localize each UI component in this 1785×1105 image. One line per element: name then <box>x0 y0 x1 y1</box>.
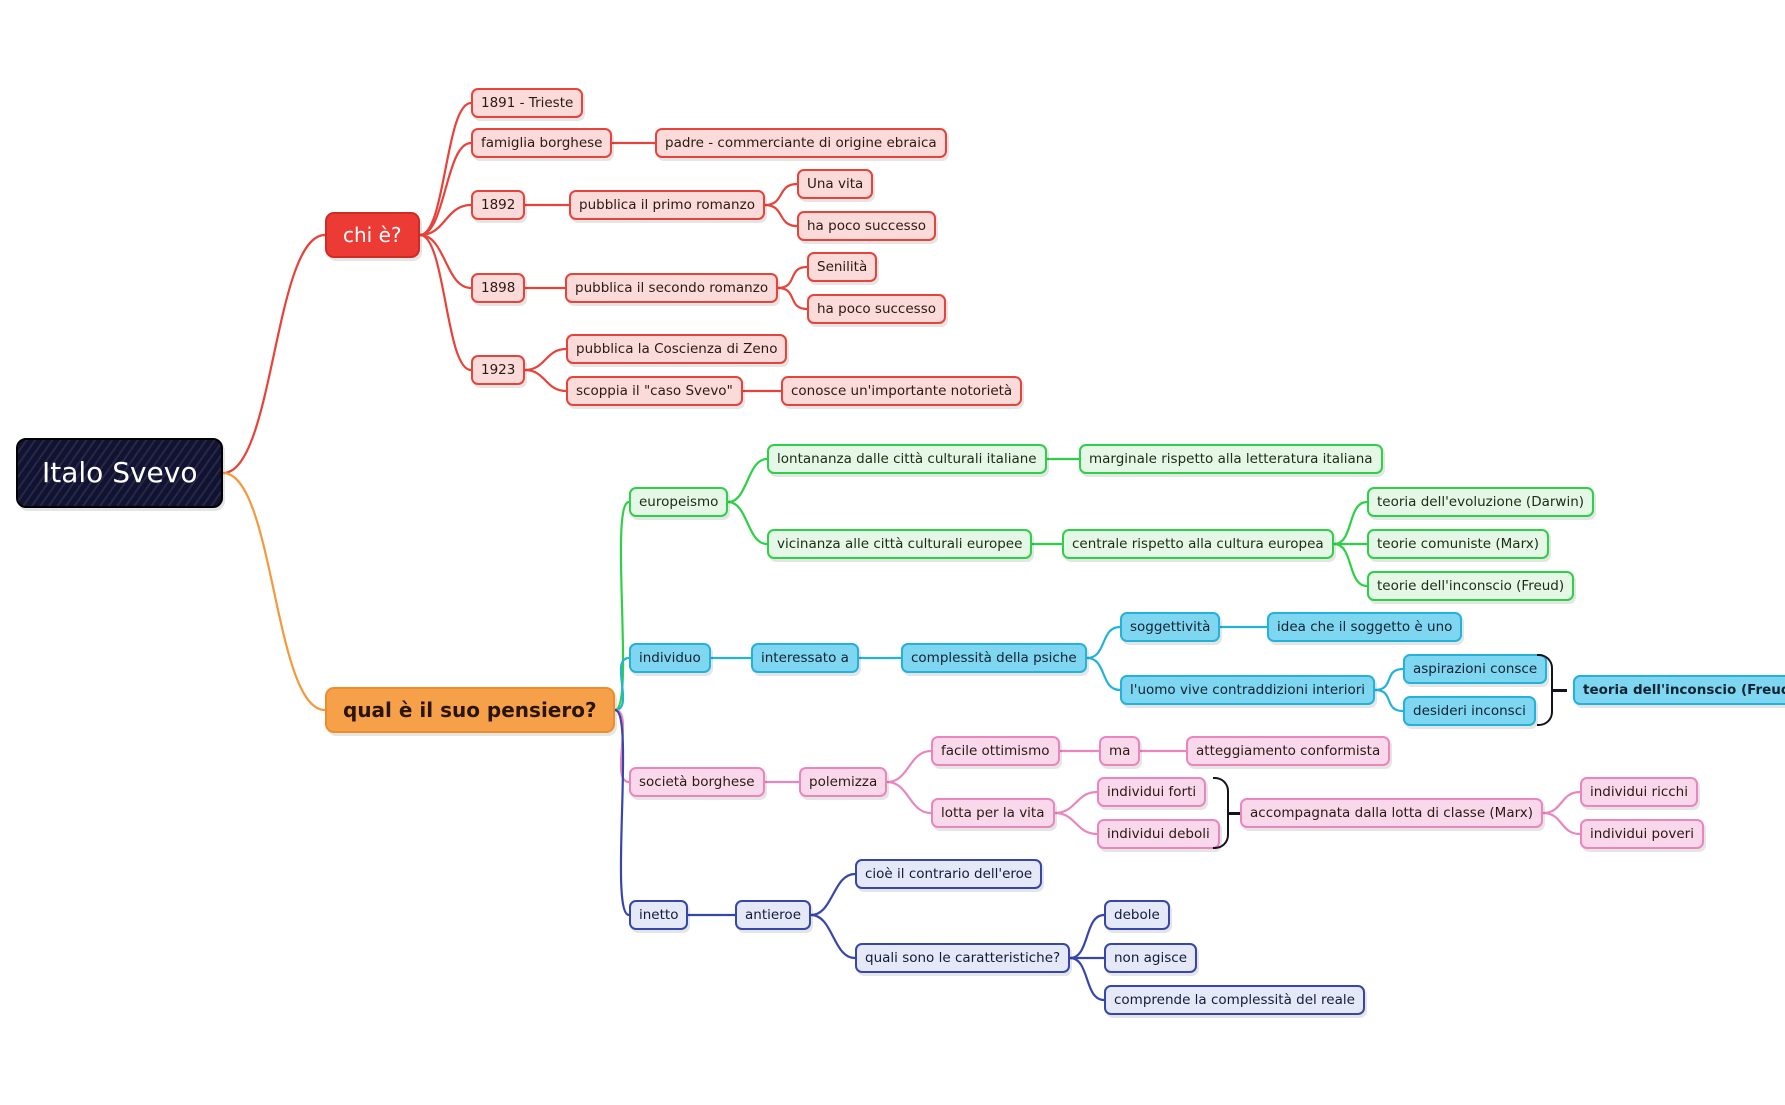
node-individui-deboli[interactable]: individui deboli <box>1097 819 1220 849</box>
connector-secondo-succ2 <box>776 286 809 311</box>
node-1923[interactable]: 1923 <box>471 355 526 385</box>
node-societa-borghese[interactable]: società borghese <box>629 767 765 797</box>
brace-forti-deboli <box>1213 777 1229 849</box>
node-comprende-reale[interactable]: comprende la complessità del reale <box>1104 985 1365 1015</box>
topic-pensiero[interactable]: qual è il suo pensiero? <box>325 687 615 733</box>
node-famiglia-borghese[interactable]: famiglia borghese <box>471 128 613 158</box>
node-teoria-inconscio-summary[interactable]: teoria dell'inconscio (Freud) <box>1573 675 1785 705</box>
connector-classe-poveri <box>1541 811 1582 836</box>
node-marx[interactable]: teorie comuniste (Marx) <box>1367 529 1550 559</box>
connector-centrale-freud <box>1332 542 1369 588</box>
node-senilita[interactable]: Senilità <box>807 252 878 282</box>
node-lotta-di-classe[interactable]: accompagnata dalla lotta di classe (Marx… <box>1240 798 1544 828</box>
node-coscienza-di-zeno[interactable]: pubblica la Coscienza di Zeno <box>566 334 788 364</box>
node-soggettivita[interactable]: soggettività <box>1120 612 1221 642</box>
root-topic[interactable]: Italo Svevo <box>16 438 224 508</box>
node-caratteristiche[interactable]: quali sono le caratteristiche? <box>855 943 1071 973</box>
node-centrale[interactable]: centrale rispetto alla cultura europea <box>1062 529 1334 559</box>
node-interessato-a[interactable]: interessato a <box>751 643 859 673</box>
node-individui-ricchi[interactable]: individui ricchi <box>1580 777 1698 807</box>
node-1892[interactable]: 1892 <box>471 190 526 220</box>
node-caso-svevo[interactable]: scoppia il "caso Svevo" <box>566 376 743 406</box>
node-europeismo[interactable]: europeismo <box>629 487 729 517</box>
node-contrario-eroe[interactable]: cioè il contrario dell'eroe <box>855 859 1043 889</box>
connector-centrale-darwin <box>1332 500 1369 546</box>
connector-root-pensiero <box>221 471 327 712</box>
node-darwin[interactable]: teoria dell'evoluzione (Darwin) <box>1367 487 1595 517</box>
node-notorieta[interactable]: conosce un'importante notorietà <box>781 376 1023 406</box>
node-1898[interactable]: 1898 <box>471 273 526 303</box>
connector-psiche-contraddizioni <box>1085 656 1122 692</box>
connector-caratteristiche-comprende <box>1068 956 1106 1002</box>
brace-aspirazioni-desideri <box>1537 654 1553 726</box>
connector-lotta-deboli <box>1053 811 1099 836</box>
connector-1923-coscienza <box>523 347 568 372</box>
node-polemizza[interactable]: polemizza <box>799 767 888 797</box>
connector-contraddizioni-desideri <box>1373 688 1405 713</box>
connector-polemizza-lotta <box>885 780 933 815</box>
connector-primo-unavita <box>763 182 799 207</box>
connector-root-chi <box>221 233 327 475</box>
connector-antieroe-contrario <box>809 872 857 917</box>
connector-classe-ricchi <box>1541 790 1582 815</box>
node-vicinanza[interactable]: vicinanza alle città culturali europee <box>767 529 1033 559</box>
connector-pensiero-inetto <box>613 708 631 917</box>
node-primo-romanzo[interactable]: pubblica il primo romanzo <box>569 190 765 220</box>
connector-chi-famiglia <box>418 141 473 237</box>
connector-psiche-soggettivita <box>1085 625 1122 660</box>
node-poco-successo-1[interactable]: ha poco successo <box>797 211 936 241</box>
node-poco-successo-2[interactable]: ha poco successo <box>807 294 946 324</box>
node-freud[interactable]: teorie dell'inconscio (Freud) <box>1367 571 1575 601</box>
connector-contraddizioni-aspirazioni <box>1373 667 1405 692</box>
connector-caratteristiche-debole <box>1068 913 1106 960</box>
node-non-agisce[interactable]: non agisce <box>1104 943 1198 973</box>
connector-chi-1898 <box>418 233 473 290</box>
node-facile-ottimismo[interactable]: facile ottimismo <box>931 736 1060 766</box>
node-padre[interactable]: padre - commerciante di origine ebraica <box>655 128 947 158</box>
connector-europeismo-lontananza <box>726 457 769 504</box>
node-lontananza[interactable]: lontananza dalle città culturali italian… <box>767 444 1047 474</box>
connector-chi-1892 <box>418 203 473 237</box>
brace-tick-inconscio <box>1553 689 1567 692</box>
node-ma[interactable]: ma <box>1099 736 1141 766</box>
connector-lotta-forti <box>1053 790 1099 815</box>
node-antieroe[interactable]: antieroe <box>735 900 811 930</box>
node-inetto[interactable]: inetto <box>629 900 689 930</box>
connector-1923-caso <box>523 368 568 393</box>
node-soggetto-uno[interactable]: idea che il soggetto è uno <box>1267 612 1463 642</box>
node-individuo[interactable]: individuo <box>629 643 711 673</box>
node-desideri-inconsci[interactable]: desideri inconsci <box>1403 696 1536 726</box>
node-una-vita[interactable]: Una vita <box>797 169 874 199</box>
topic-chi-e[interactable]: chi è? <box>325 212 420 258</box>
node-individui-poveri[interactable]: individui poveri <box>1580 819 1704 849</box>
node-secondo-romanzo[interactable]: pubblica il secondo romanzo <box>565 273 779 303</box>
node-contraddizioni[interactable]: l'uomo vive contraddizioni interiori <box>1120 675 1376 705</box>
connector-chi-1923 <box>418 233 473 372</box>
connector-antieroe-caratteristiche <box>809 913 857 960</box>
connector-primo-succ1 <box>763 203 799 228</box>
node-marginale[interactable]: marginale rispetto alla letteratura ital… <box>1079 444 1383 474</box>
connector-pensiero-individuo <box>613 656 631 712</box>
brace-tick-classe <box>1229 812 1240 815</box>
node-1891-trieste[interactable]: 1891 - Trieste <box>471 88 584 118</box>
node-aspirazioni-consce[interactable]: aspirazioni consce <box>1403 654 1548 684</box>
connector-chi-1891 <box>418 101 473 237</box>
node-lotta-per-la-vita[interactable]: lotta per la vita <box>931 798 1055 828</box>
node-complessita-psiche[interactable]: complessità della psiche <box>901 643 1087 673</box>
connector-pensiero-europeismo <box>613 500 631 712</box>
node-individui-forti[interactable]: individui forti <box>1097 777 1207 807</box>
node-atteggiamento-conformista[interactable]: atteggiamento conformista <box>1186 736 1391 766</box>
node-debole[interactable]: debole <box>1104 900 1170 930</box>
connector-europeismo-vicinanza <box>726 500 769 546</box>
connector-polemizza-ottimismo <box>885 749 933 784</box>
connector-secondo-senilita <box>776 265 809 290</box>
